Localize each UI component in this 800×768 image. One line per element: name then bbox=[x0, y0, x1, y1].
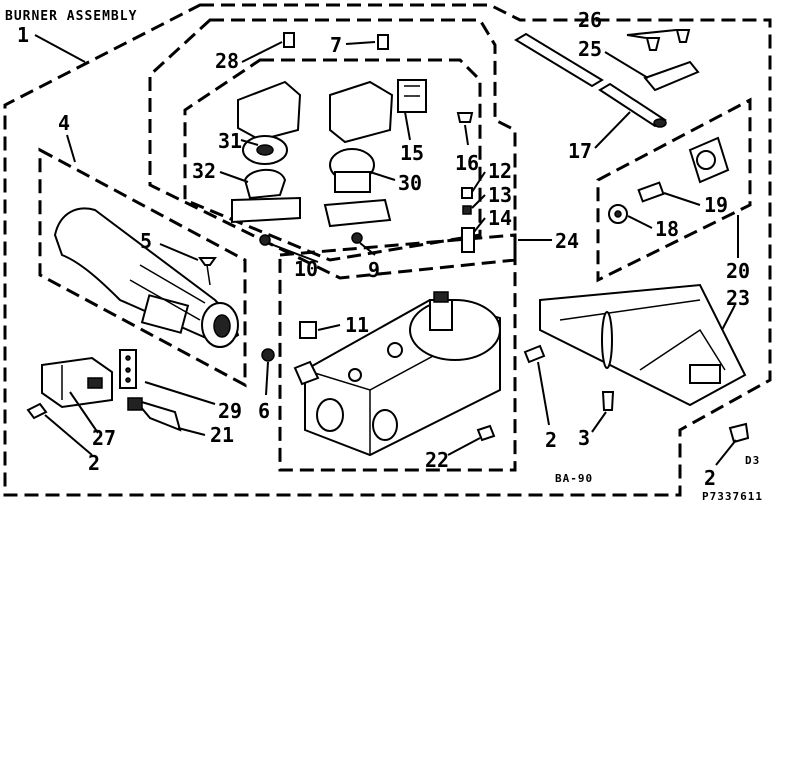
callout-31: 31 bbox=[218, 129, 242, 153]
mounting-bracket-27 bbox=[41, 356, 113, 409]
nut-18 bbox=[608, 204, 628, 224]
callout-21: 21 bbox=[210, 423, 234, 447]
callout-11: 11 bbox=[345, 313, 369, 337]
callout-25: 25 bbox=[578, 37, 602, 61]
nut-6 bbox=[261, 348, 275, 362]
igniter-group-outline bbox=[596, 97, 752, 283]
solenoid-right bbox=[323, 79, 427, 228]
plate-29 bbox=[119, 349, 137, 389]
callout-2-right: 2 bbox=[704, 466, 716, 490]
valve-motor-group-outline bbox=[148, 18, 517, 280]
igniter-fitting-19 bbox=[637, 136, 730, 203]
callout-16: 16 bbox=[455, 151, 479, 175]
callout-23: 23 bbox=[726, 286, 750, 310]
clip-25 bbox=[643, 60, 700, 92]
screw-5 bbox=[198, 257, 217, 286]
callout-20: 20 bbox=[726, 259, 750, 283]
footer-code-3: P7337611 bbox=[702, 490, 763, 503]
callout-18: 18 bbox=[655, 217, 679, 241]
mounting-bracket-23 bbox=[539, 283, 747, 407]
venturi-tube bbox=[53, 207, 240, 348]
screw-22 bbox=[476, 424, 496, 442]
control-valve-body bbox=[293, 291, 501, 457]
screw-2-right bbox=[728, 422, 750, 444]
leader-lines bbox=[34, 29, 739, 466]
callout-2-middle: 2 bbox=[545, 428, 557, 452]
solenoid-left bbox=[231, 80, 302, 224]
venturi-group-outline bbox=[38, 147, 247, 388]
burner-assembly-outline bbox=[3, 3, 772, 497]
tube-17 bbox=[514, 32, 667, 128]
callout-4: 4 bbox=[58, 111, 70, 135]
screw-16 bbox=[456, 112, 474, 123]
callout-1: 1 bbox=[17, 23, 29, 47]
callout-labels: 1 2 2 2 2 3 4 5 6 7 9 10 11 12 13 14 15 … bbox=[17, 8, 750, 490]
callout-26: 26 bbox=[578, 8, 602, 32]
screw-28 bbox=[283, 32, 295, 48]
callout-12: 12 bbox=[488, 159, 512, 183]
callout-24: 24 bbox=[555, 229, 579, 253]
callout-2-left: 2 bbox=[88, 451, 100, 475]
callout-9: 9 bbox=[368, 258, 380, 282]
callout-7: 7 bbox=[330, 33, 342, 57]
screws-26 bbox=[645, 29, 691, 51]
footer-code-2: D3 bbox=[745, 454, 760, 467]
spring-parts-12-13-14 bbox=[461, 187, 475, 253]
callout-15: 15 bbox=[400, 141, 424, 165]
orifice-21 bbox=[127, 397, 182, 432]
callout-32: 32 bbox=[192, 159, 216, 183]
screw-7 bbox=[377, 34, 389, 50]
callout-6: 6 bbox=[258, 399, 270, 423]
callout-14: 14 bbox=[488, 206, 512, 230]
callout-17: 17 bbox=[568, 139, 592, 163]
callout-27: 27 bbox=[92, 426, 116, 450]
callout-13: 13 bbox=[488, 183, 512, 207]
callout-30: 30 bbox=[398, 171, 422, 195]
callout-10: 10 bbox=[294, 257, 318, 281]
valve-motor-inner-outline bbox=[183, 58, 482, 262]
callout-19: 19 bbox=[704, 193, 728, 217]
control-valve-group-outline bbox=[278, 233, 517, 472]
callout-5: 5 bbox=[140, 229, 152, 253]
callout-3: 3 bbox=[578, 426, 590, 450]
callout-29: 29 bbox=[218, 399, 242, 423]
callout-22: 22 bbox=[425, 448, 449, 472]
screw-2-middle bbox=[523, 344, 546, 364]
diagram-title: BURNER ASSEMBLY bbox=[5, 9, 137, 24]
plug-11 bbox=[299, 321, 317, 339]
screw-2-left bbox=[26, 402, 48, 420]
callout-28: 28 bbox=[215, 49, 239, 73]
footer-code-1: BA-90 bbox=[555, 472, 593, 485]
washer-10 bbox=[259, 234, 271, 246]
washer-9 bbox=[351, 232, 363, 244]
screw-3 bbox=[601, 391, 615, 411]
